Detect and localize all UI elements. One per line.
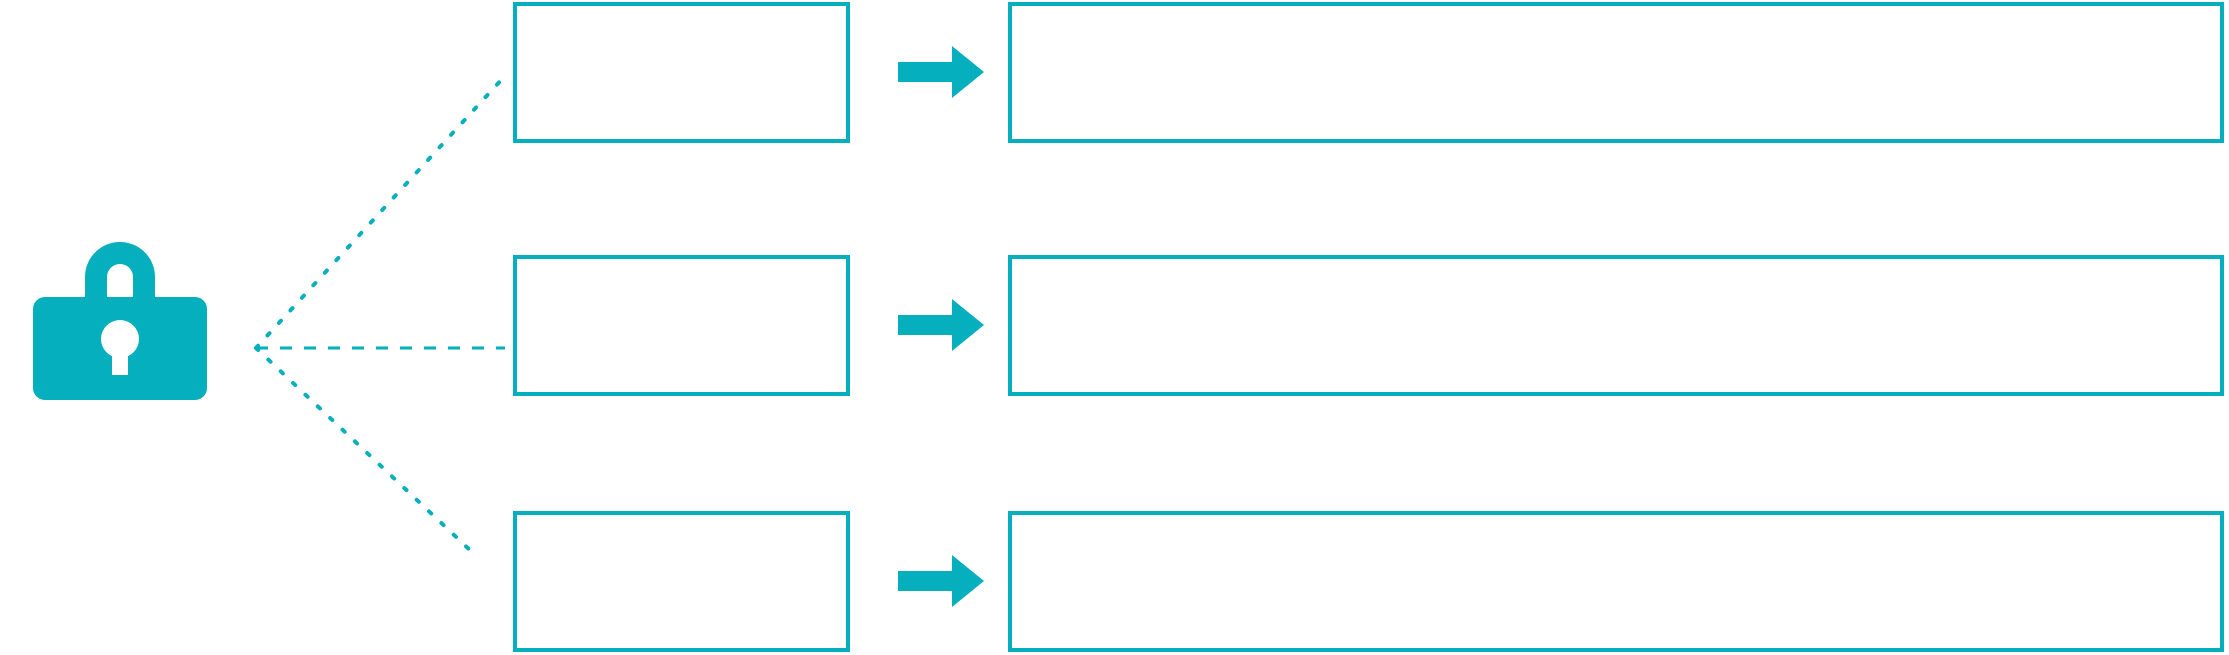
right-stage-box[interactable]: [1008, 255, 2224, 396]
right-arrow-icon: [898, 299, 984, 351]
right-arrow-icon: [898, 555, 984, 607]
right-stage-box[interactable]: [1008, 2, 2224, 143]
right-stage-box[interactable]: [1008, 511, 2224, 652]
left-stage-box[interactable]: [513, 2, 850, 143]
right-arrow-icon: [898, 46, 984, 98]
left-stage-box[interactable]: [513, 511, 850, 652]
left-stage-box[interactable]: [513, 255, 850, 396]
lock-icon: [33, 242, 207, 400]
flow-row: [0, 0, 2229, 150]
